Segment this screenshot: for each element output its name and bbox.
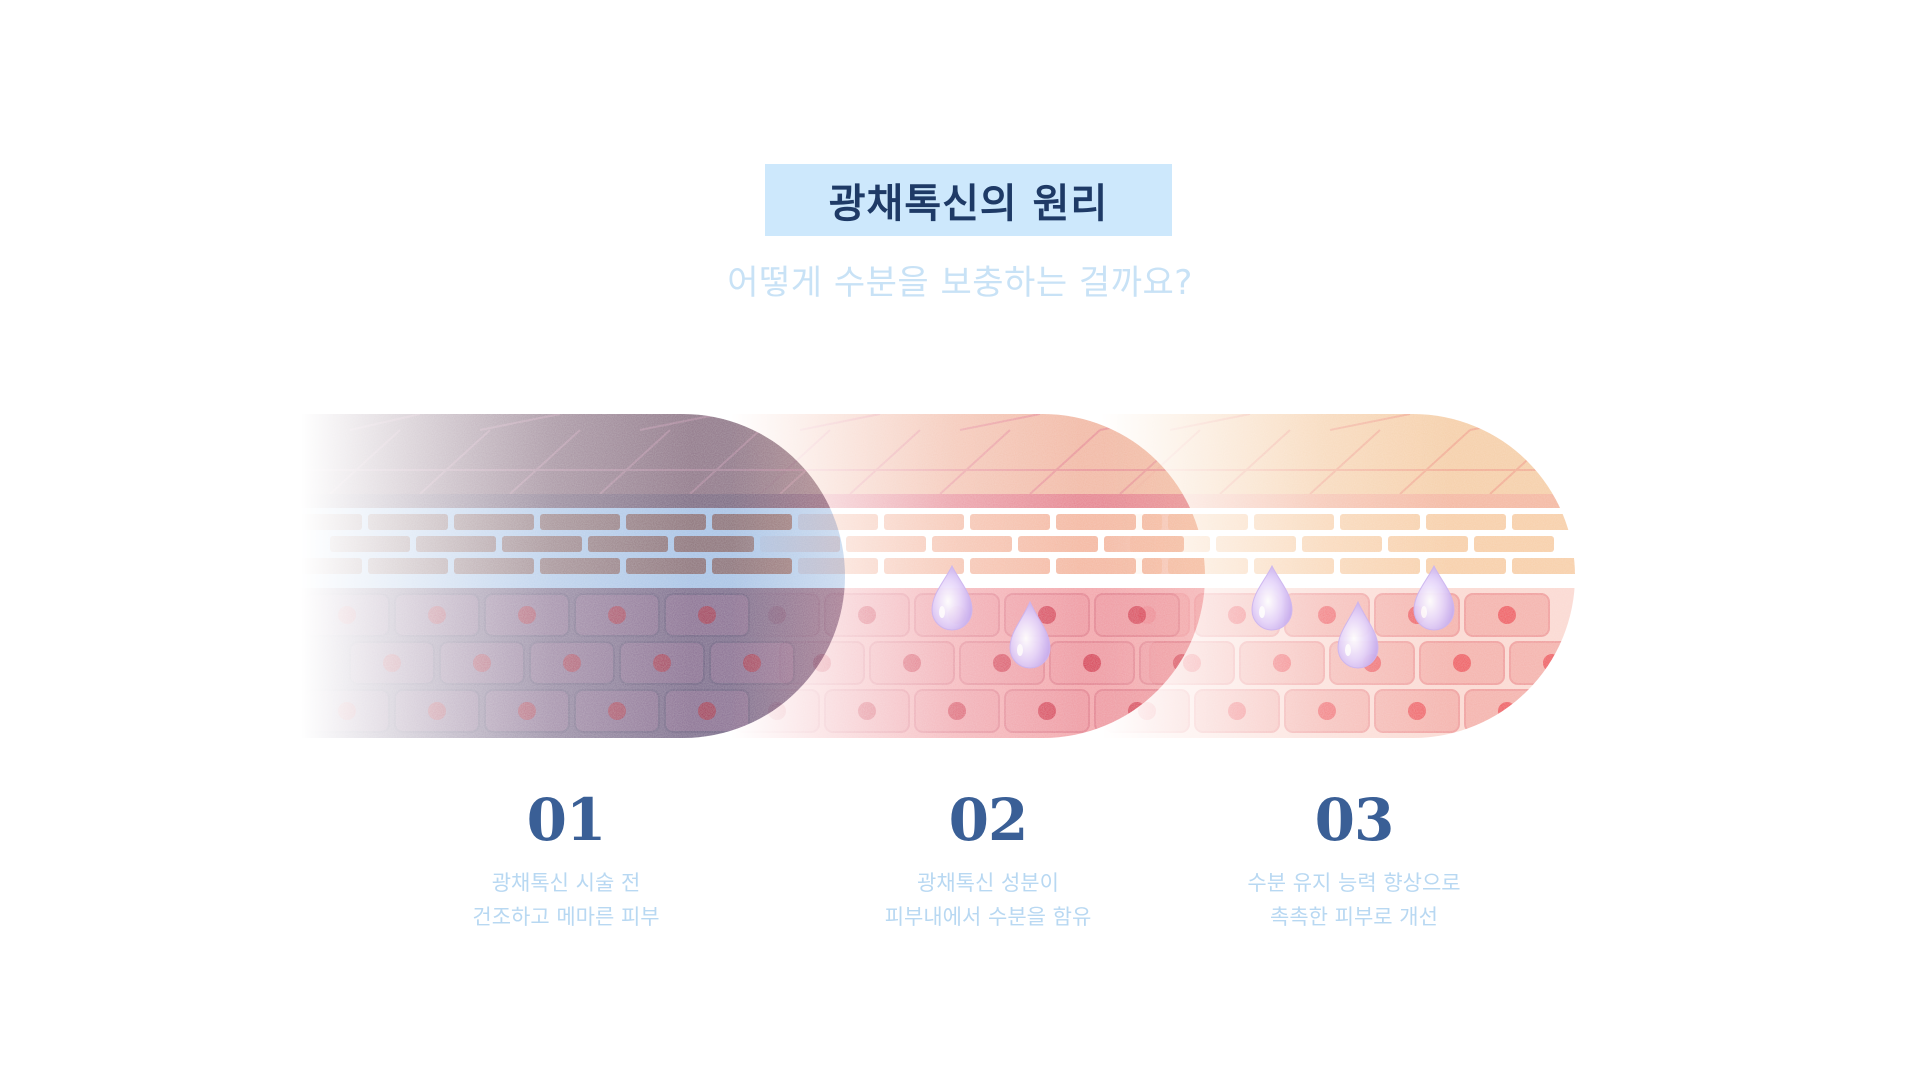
step-description-line: 피부내에서 수분을 함유 xyxy=(884,905,1092,929)
step-description-line: 촉촉한 피부로 개선 xyxy=(1270,905,1438,929)
step-description-03: 수분 유지 능력 향상으로 촉촉한 피부로 개선 xyxy=(1184,866,1524,934)
page-subtitle: 어떻게 수분을 보충하는 걸까요? xyxy=(727,263,1193,303)
step-number-03: 03 xyxy=(1314,786,1395,854)
page-title: 광채톡신의 원리 xyxy=(828,181,1109,227)
step-description-line: 수분 유지 능력 향상으로 xyxy=(1247,871,1461,895)
water-drops xyxy=(931,564,1455,669)
title-banner: 광채톡신의 원리 xyxy=(765,164,1172,236)
step-description-01: 광채톡신 시술 전 건조하고 메마른 피부 xyxy=(396,866,736,934)
step-description-line: 광채톡신 시술 전 xyxy=(491,871,641,895)
step-description-line: 광채톡신 성분이 xyxy=(917,871,1059,895)
step-description-02: 광채톡신 성분이 피부내에서 수분을 함유 xyxy=(818,866,1158,934)
step-description-line: 건조하고 메마른 피부 xyxy=(472,905,660,929)
step-number-02: 02 xyxy=(948,786,1029,854)
step-number-01: 01 xyxy=(526,786,607,854)
skin-panel-03 xyxy=(1100,414,1575,738)
